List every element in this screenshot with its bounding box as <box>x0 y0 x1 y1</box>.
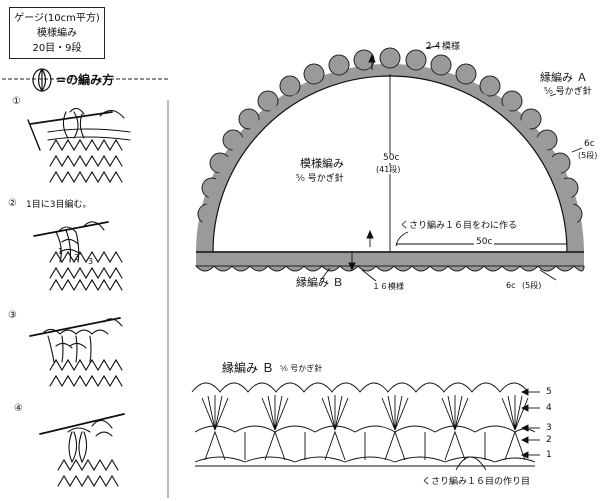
gauge-stitches: 20目・9段 <box>32 43 82 54</box>
edge-b-label: 縁編み Ｂ <box>296 276 344 289</box>
gauge-title: ゲージ(10cm平方) <box>14 13 100 24</box>
chart-b-foundation-note: くさり編み１６目の作り目 <box>422 477 531 487</box>
step-4-illustration <box>39 413 125 488</box>
height-rows: (41段) <box>376 165 401 174</box>
bottom-edge-rows: (5段) <box>522 281 542 290</box>
edge-b-band <box>194 251 585 272</box>
step-3-illustration <box>29 317 123 388</box>
gauge-pattern: 模様編み <box>37 28 77 39</box>
chart-b-row-3: 3 <box>546 423 552 433</box>
gauge-box: ゲージ(10cm平方) 模様編み 20目・9段 <box>9 7 105 59</box>
right-edge-label: 6c <box>584 139 595 149</box>
chart-b-hook: ⁵⁄₀ 号かぎ針 <box>280 364 323 373</box>
radius-label: 50c <box>474 237 495 247</box>
step-2-label-3: 3 <box>88 257 94 266</box>
chart-b-row-2: 2 <box>546 435 552 445</box>
step-2-text: 1目に3目編む。 <box>26 200 92 210</box>
right-edge-rows: (5段) <box>578 151 598 160</box>
chart-b-title: 縁編み Ｂ <box>222 361 274 375</box>
chart-b-row-4: 4 <box>546 403 552 413</box>
step-2-number: ② <box>8 198 17 209</box>
step-1-illustration <box>27 107 131 184</box>
body-hook: ⁵⁄₀ 号かぎ針 <box>296 174 344 184</box>
bottom-repeat-label: １６模様 <box>372 282 404 291</box>
legend-heading: =の編み方 <box>56 73 115 87</box>
step-4-number: ④ <box>14 403 23 414</box>
top-repeat-label: ２４模様 <box>424 42 461 52</box>
body-label: 模様編み <box>300 157 344 170</box>
chain-note: くさり編み１６目をわに作る <box>400 221 518 231</box>
height-label: 50c <box>382 153 401 163</box>
step-1-number: ① <box>12 96 21 107</box>
edge-a-label: 縁編み Ａ <box>540 71 588 84</box>
chart-b-row-1: 1 <box>546 450 552 460</box>
chart-b-row-5: 5 <box>546 387 552 397</box>
step-2-illustration <box>33 221 123 292</box>
step-3-number: ③ <box>8 310 17 321</box>
edge-a-hook: ⁵⁄₀ 号かぎ針 <box>544 87 592 97</box>
bottom-edge-label: 6c <box>506 281 516 290</box>
